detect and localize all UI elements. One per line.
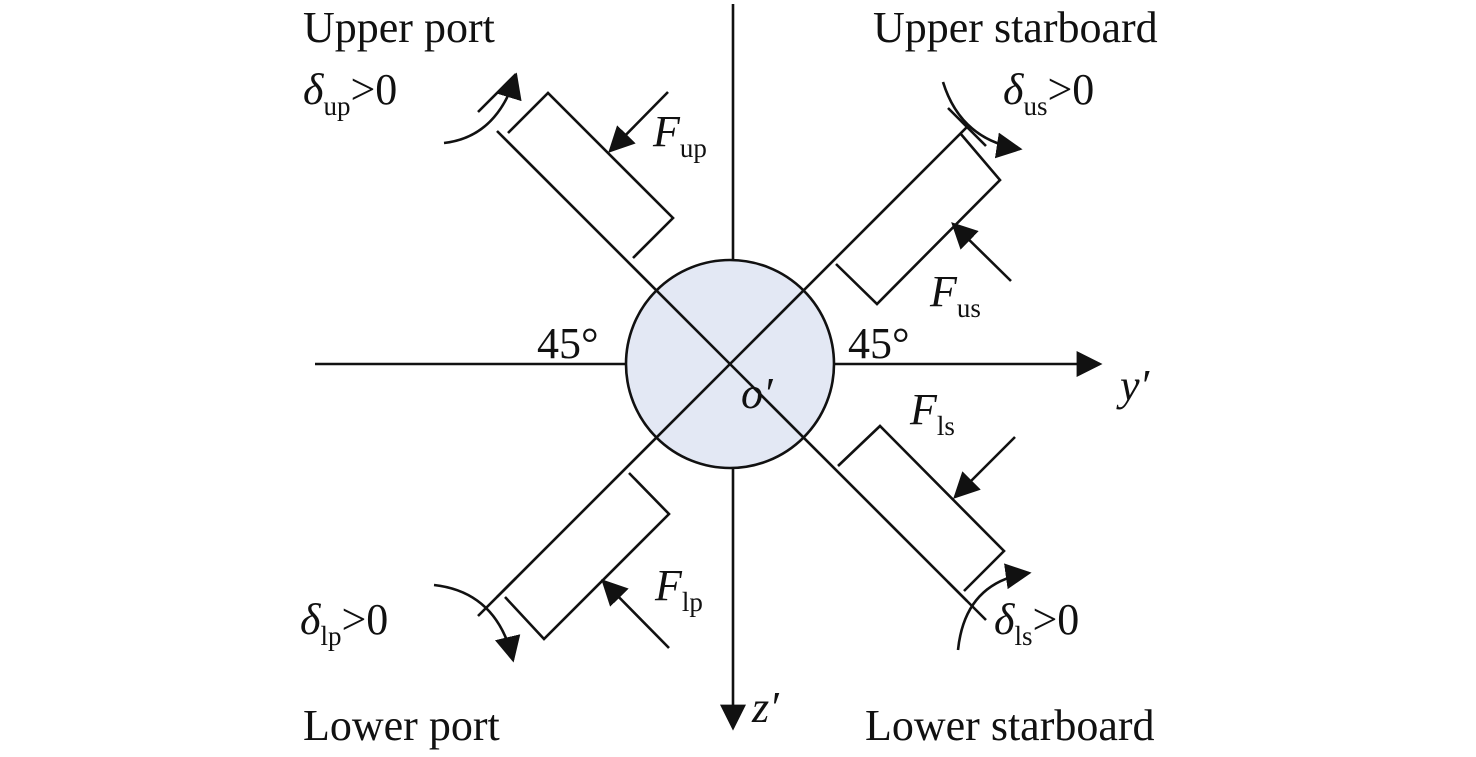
upper-port-label: Upper port [303, 3, 495, 52]
deflection-label-lp: δlp>0 [300, 595, 388, 651]
force-arrow-lp [601, 579, 670, 649]
y-axis-label: y′ [1116, 361, 1151, 410]
upper-starboard-fin-axis [729, 126, 968, 365]
deflection-arrow-lp [433, 583, 521, 663]
force-arrow-ls [953, 436, 1016, 499]
deflection-arrow-up [443, 72, 522, 145]
lower-port-fin-axis [496, 363, 731, 598]
force-label-ls: Fls [909, 385, 955, 441]
deflection-label-ls: δls>0 [994, 595, 1079, 651]
upper-starboard-fin [835, 132, 1002, 306]
angle-label-left: 45° [537, 319, 599, 368]
deflection-label-us: δus>0 [1003, 65, 1094, 121]
lower-starboard-fin-axis [729, 363, 968, 602]
lower-starboard-hinge-tick [947, 581, 987, 621]
lower-starboard-fin [837, 424, 1006, 592]
angle-label-right: 45° [848, 319, 910, 368]
z-axis-label: z′ [751, 683, 780, 732]
deflection-arrow-ls [956, 563, 1032, 651]
lower-port-label: Lower port [303, 701, 500, 750]
force-label-us: Fus [929, 267, 981, 323]
force-arrow-us [951, 222, 1012, 282]
force-label-up: Fup [652, 107, 707, 163]
lower-port-hinge-tick [477, 577, 517, 617]
upper-starboard-hinge-tick [947, 107, 987, 147]
upper-port-fin [507, 91, 675, 259]
deflection-arrow-us [941, 81, 1023, 159]
upper-port-fin-axis [496, 130, 731, 365]
deflection-label-up: δup>0 [303, 65, 397, 121]
force-arrow-up [608, 91, 669, 153]
origin-label: o′ [741, 369, 774, 418]
upper-starboard-label: Upper starboard [873, 3, 1158, 52]
lower-starboard-label: Lower starboard [865, 701, 1155, 750]
force-label-lp: Flp [654, 561, 703, 617]
lower-port-fin [504, 472, 671, 641]
